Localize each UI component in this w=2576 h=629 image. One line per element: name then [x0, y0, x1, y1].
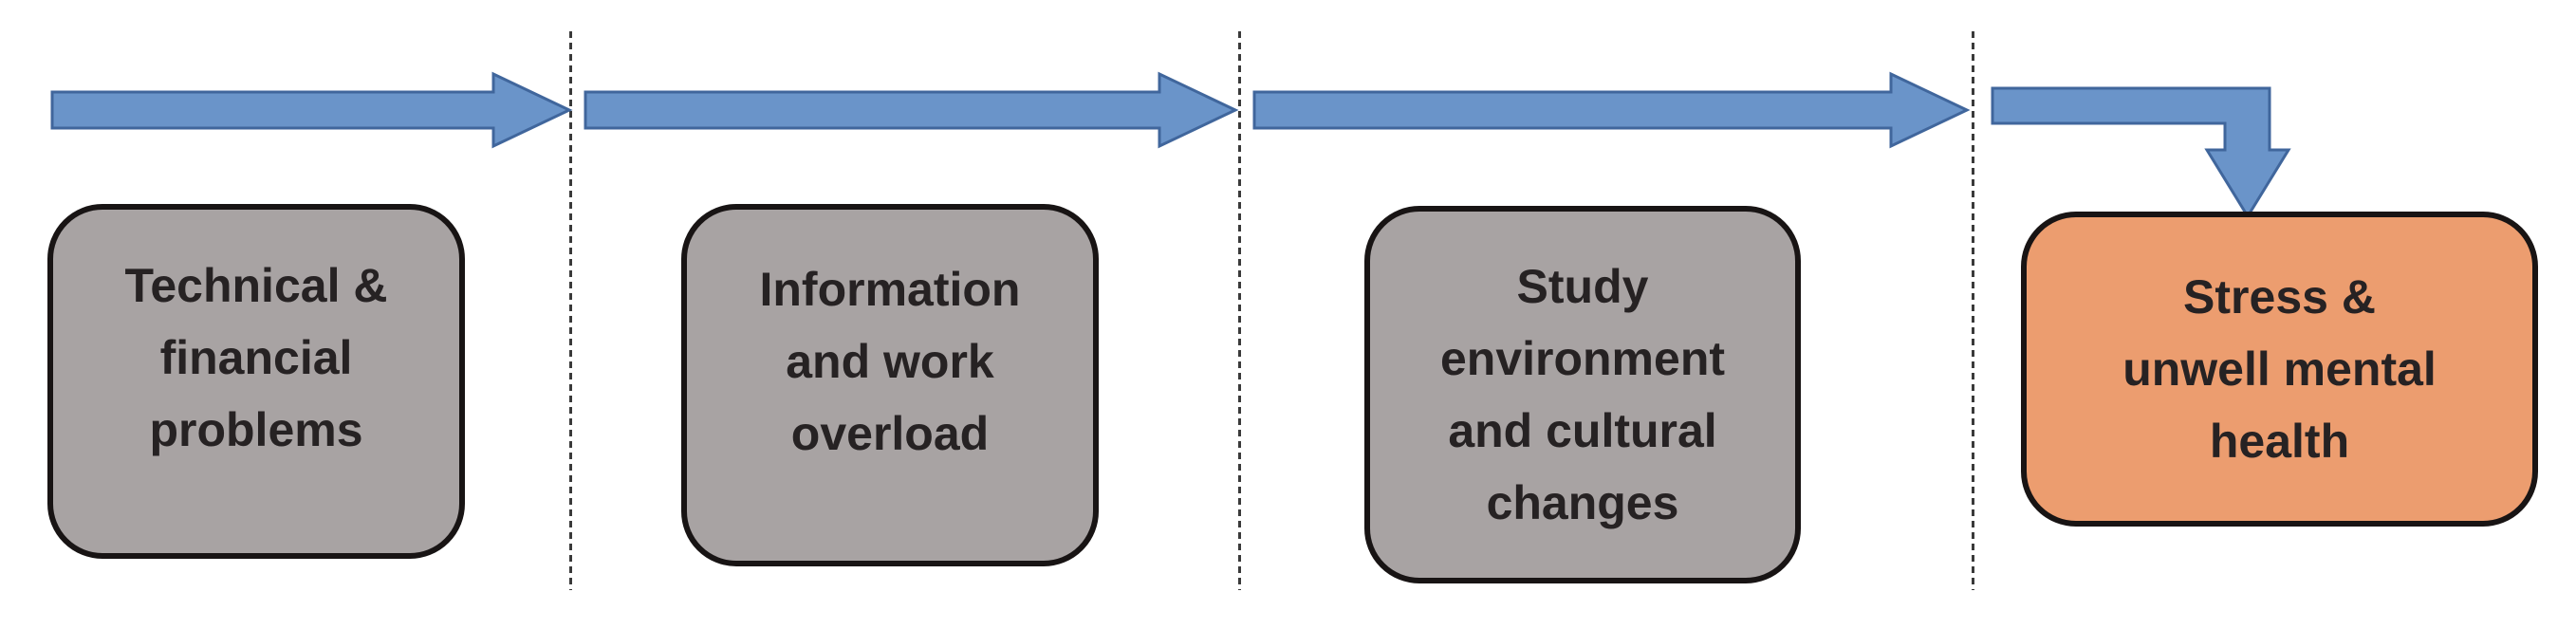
box-label-technical-financial-problems: Technical & financial problems	[124, 259, 388, 456]
box-technical-financial-problems: Technical & financial problems	[47, 204, 465, 559]
box-information-work-overload: Information and work overload	[681, 204, 1099, 566]
box-label-information-work-overload: Information and work overload	[759, 263, 1021, 460]
arrow-right-1-icon	[50, 71, 573, 149]
arrow-right-2-icon	[584, 71, 1239, 149]
box-label-study-environment-cultural-changes: Study environment and cultural changes	[1439, 260, 1726, 529]
arrow-bent-down-4-icon	[1991, 86, 2291, 219]
arrow-right-3-icon	[1252, 71, 1971, 149]
box-stress-unwell-mental-health: Stress & unwell mental health	[2021, 212, 2538, 527]
box-label-stress-unwell-mental-health: Stress & unwell mental health	[2122, 270, 2437, 468]
box-study-environment-cultural-changes: Study environment and cultural changes	[1364, 206, 1801, 583]
